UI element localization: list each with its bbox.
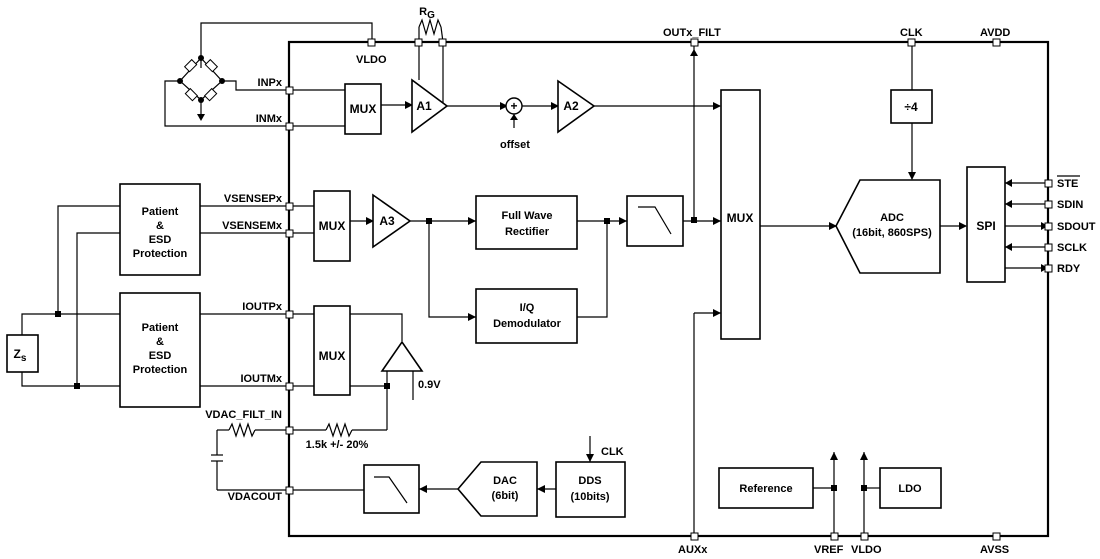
dds-clk-label: CLK	[601, 446, 624, 458]
pin-avss: AVSS	[980, 544, 1009, 556]
dac-block: DAC (6bit)	[456, 461, 538, 517]
spi-label: SPI	[976, 219, 995, 233]
pin-auxx: AUXx	[678, 544, 708, 556]
divider-label: ÷4	[904, 100, 918, 114]
spi-block: SPI	[966, 166, 1006, 283]
output-mux: MUX	[313, 305, 351, 396]
adc-spec-label: (16bit, 860SPS)	[852, 227, 932, 239]
svg-text:Zs: Zs	[14, 347, 27, 364]
pin-vdac-filt-in: VDAC_FILT_IN	[205, 409, 282, 421]
zs-sub-label: s	[21, 353, 27, 364]
pin-sdout: SDOUT	[1057, 221, 1096, 233]
mux-bottom-label: MUX	[319, 349, 346, 363]
main-mux-label: MUX	[727, 211, 754, 225]
protection-bottom-line3: ESD	[149, 350, 172, 362]
pin-vref: VREF	[814, 544, 844, 556]
a2-label: A2	[563, 99, 579, 113]
chip-boundary	[287, 40, 1050, 538]
amplifier-a1: A1	[411, 78, 449, 134]
input-mux-top: MUX	[344, 83, 382, 135]
mux-middle-label: MUX	[319, 219, 346, 233]
buffer-amplifier: 0.9V	[380, 340, 441, 400]
amplifier-a2: A2	[557, 79, 596, 134]
fwr-label-1: Full Wave	[502, 210, 553, 222]
pin-inpx: INPx	[258, 77, 283, 89]
bridge-sensor	[164, 22, 373, 127]
lowpass-filter-dac	[363, 464, 420, 514]
pin-vldo-bottom: VLDO	[851, 544, 882, 556]
rg-pin-right	[438, 38, 447, 47]
zs-label: Z	[14, 347, 21, 361]
lowpass-filter-middle	[626, 195, 684, 247]
feedback-resistor: 1.5k +/- 20%	[289, 422, 387, 451]
pin-clk-top: CLK	[900, 27, 923, 39]
reference-block: Reference	[718, 467, 814, 509]
pin-vldo-top: VLDO	[356, 54, 387, 66]
amplifier-a3: A3	[372, 193, 412, 249]
pin-rdy: RDY	[1057, 263, 1081, 275]
dds-spec-label: (10bits)	[570, 491, 609, 503]
svg-text:RG: RG	[419, 6, 435, 21]
reference-label: Reference	[739, 483, 792, 495]
input-mux-middle: MUX	[313, 190, 351, 262]
offset-label: offset	[500, 139, 530, 151]
iq-label-1: I/Q	[520, 302, 535, 314]
a3-label: A3	[379, 214, 395, 228]
svg-text:+: +	[510, 99, 517, 113]
dac-spec-label: (6bit)	[492, 490, 519, 502]
a1-label: A1	[416, 99, 432, 113]
ldo-label: LDO	[898, 483, 922, 495]
adc-block: ADC (16bit, 860SPS)	[835, 179, 941, 274]
pin-vdacout: VDACOUT	[228, 491, 283, 503]
dac-label: DAC	[493, 475, 517, 487]
pin-sclk: SCLK	[1057, 242, 1087, 254]
protection-bottom-line1: Patient	[142, 322, 179, 334]
pin-avdd: AVDD	[980, 27, 1010, 39]
pin-inmx: INMx	[256, 113, 283, 125]
rg-label: R	[419, 6, 427, 18]
pin-ioutpx: IOUTPx	[242, 301, 283, 313]
mux-top-label: MUX	[350, 102, 377, 116]
pin-markers	[285, 38, 1053, 541]
protection-block-bottom: Patient & ESD Protection	[119, 292, 201, 408]
buffer-ref-label: 0.9V	[418, 379, 441, 391]
protection-bottom-line2: &	[156, 336, 164, 348]
protection-top-line3: ESD	[149, 234, 172, 246]
fwr-label-2: Rectifier	[505, 226, 550, 238]
pin-vsensepx: VSENSEPx	[224, 193, 283, 205]
rg-sub-label: G	[427, 10, 435, 21]
pin-sdin: SDIN	[1057, 199, 1083, 211]
pin-ioutmx: IOUTMx	[240, 373, 282, 385]
external-rc-filter	[211, 422, 289, 491]
dds-block: DDS (10bits)	[555, 461, 626, 518]
pin-vsensemx: VSENSEMx	[222, 220, 283, 232]
resistor-value-label: 1.5k +/- 20%	[306, 439, 369, 451]
protection-block-top: Patient & ESD Protection	[119, 183, 201, 276]
protection-top-line1: Patient	[142, 206, 179, 218]
protection-top-line2: &	[156, 220, 164, 232]
clock-divider: ÷4	[890, 89, 933, 124]
pin-ste: STE	[1057, 178, 1078, 190]
patient-impedance-zs: Zs	[6, 334, 39, 373]
pin-outx-filt: OUTx_FILT	[663, 27, 721, 39]
main-mux: MUX	[720, 89, 761, 340]
rg-pin-left	[414, 38, 423, 47]
iq-label-2: Demodulator	[493, 318, 562, 330]
full-wave-rectifier: Full Wave Rectifier	[475, 195, 578, 250]
dds-label: DDS	[578, 475, 601, 487]
adc-label: ADC	[880, 212, 904, 224]
iq-demodulator: I/Q Demodulator	[475, 288, 578, 344]
protection-top-line4: Protection	[133, 248, 188, 260]
ldo-block: LDO	[879, 467, 942, 509]
protection-bottom-line4: Protection	[133, 364, 188, 376]
